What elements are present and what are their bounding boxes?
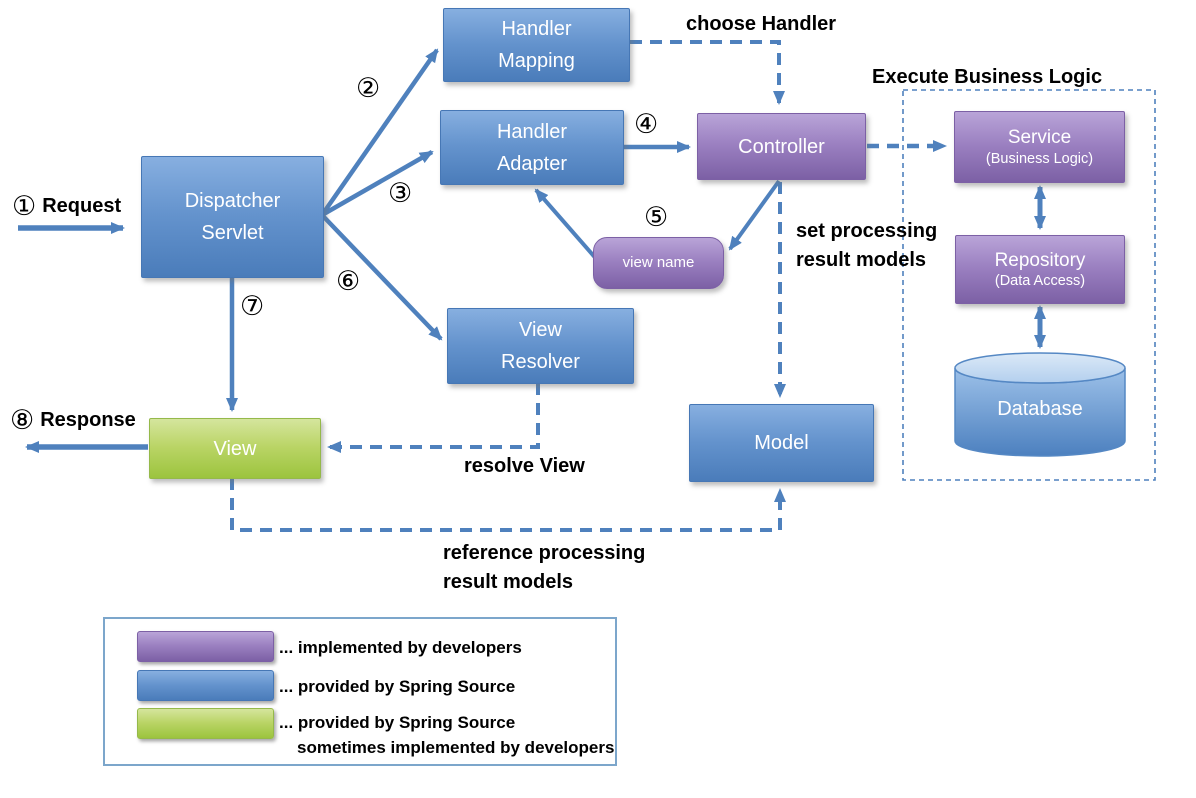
arrow-choose-handler-dashed [630, 40, 785, 105]
arrow-view-to-model-dashed [230, 478, 786, 532]
step-6-marker: ⑥ [336, 266, 361, 297]
arrow-controller-to-view-name [728, 179, 781, 251]
response-text: Response [40, 409, 136, 431]
response-label: ⑧ Response [10, 406, 136, 435]
request-label: ① Request [12, 192, 121, 221]
resolve-view-label: resolve View [464, 455, 585, 477]
set-processing-label: set processing result models [796, 220, 938, 271]
step-7-marker: ⑦ [240, 291, 265, 322]
node-view-resolver: View Resolver [447, 308, 634, 384]
arrow-dispatcher-to-handler-mapping [320, 48, 439, 217]
legend-swatch-green [137, 708, 274, 739]
step-2-marker: ② [356, 73, 381, 104]
arrow-resolver-to-view-dashed [327, 383, 540, 453]
service-title: Service [1007, 127, 1072, 149]
node-service: Service (Business Logic) [954, 111, 1125, 183]
database-cylinder [954, 352, 1126, 457]
node-view: View [149, 418, 321, 479]
execute-business-logic-label: Execute Business Logic [872, 66, 1103, 88]
step-3-marker: ③ [388, 178, 413, 209]
business-logic-boundary [902, 89, 1156, 481]
reference-processing-label: reference processing result models [443, 542, 646, 593]
legend-text-green-line2: sometimes implemented by developers [297, 738, 615, 757]
step-5-marker: ⑤ [644, 202, 669, 233]
arrow-view-name-to-adapter [534, 188, 601, 264]
node-model: Model [689, 404, 874, 482]
legend-swatch-purple [137, 631, 274, 662]
legend-text-purple: ... implemented by developers [279, 638, 522, 657]
node-view-name: view name [593, 237, 724, 289]
node-handler-mapping: Handler Mapping [443, 8, 630, 82]
node-repository: Repository (Data Access) [955, 235, 1125, 304]
arrow-dispatcher-to-handler-adapter [320, 150, 434, 217]
legend-text-blue: ... provided by Spring Source [279, 677, 516, 696]
repository-title: Repository [994, 249, 1086, 271]
legend: ... implemented by developers ... provid… [103, 617, 617, 766]
node-dispatcher-servlet: Dispatcher Servlet [141, 156, 324, 278]
legend-text-green: ... provided by Spring Source sometimes … [279, 710, 614, 760]
node-controller: Controller [697, 113, 866, 180]
repository-subtitle: (Data Access) [994, 273, 1086, 290]
service-subtitle: (Business Logic) [985, 150, 1094, 167]
legend-swatch-blue [137, 670, 274, 701]
legend-text-green-line1: ... provided by Spring Source [279, 713, 516, 732]
step-4-marker: ④ [634, 109, 659, 140]
node-handler-adapter: Handler Adapter [440, 110, 624, 185]
step-1-marker: ① [12, 191, 37, 222]
step-8-marker: ⑧ [10, 405, 35, 436]
node-database-label: Database [997, 398, 1083, 420]
request-text: Request [42, 195, 122, 217]
choose-handler-label: choose Handler [686, 13, 837, 35]
arrow-dispatcher-to-view-resolver [320, 213, 443, 341]
